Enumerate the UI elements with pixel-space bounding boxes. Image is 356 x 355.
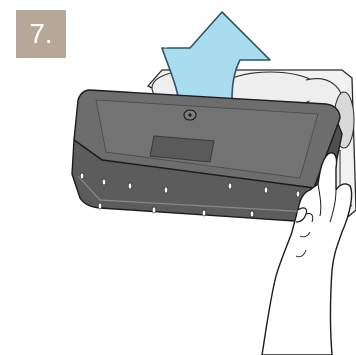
lock-icon — [184, 110, 196, 120]
